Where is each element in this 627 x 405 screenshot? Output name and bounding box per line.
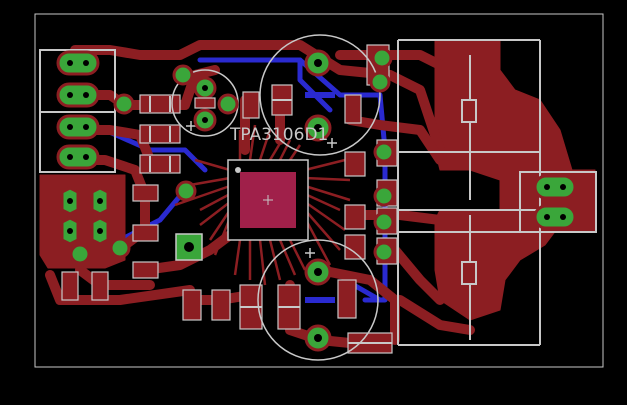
inductor-marks <box>461 55 477 340</box>
pad-holes <box>67 59 566 342</box>
ic-label: TPA3106D1 <box>229 125 328 145</box>
ic-tpa3106d1 <box>227 159 309 241</box>
ic-fanout <box>174 124 351 286</box>
connector-outlines <box>39 39 597 346</box>
through-hole-pads <box>56 47 577 352</box>
capacitor-polarity <box>186 92 337 303</box>
small-cap-silk <box>194 97 216 109</box>
board-outline <box>34 13 604 368</box>
